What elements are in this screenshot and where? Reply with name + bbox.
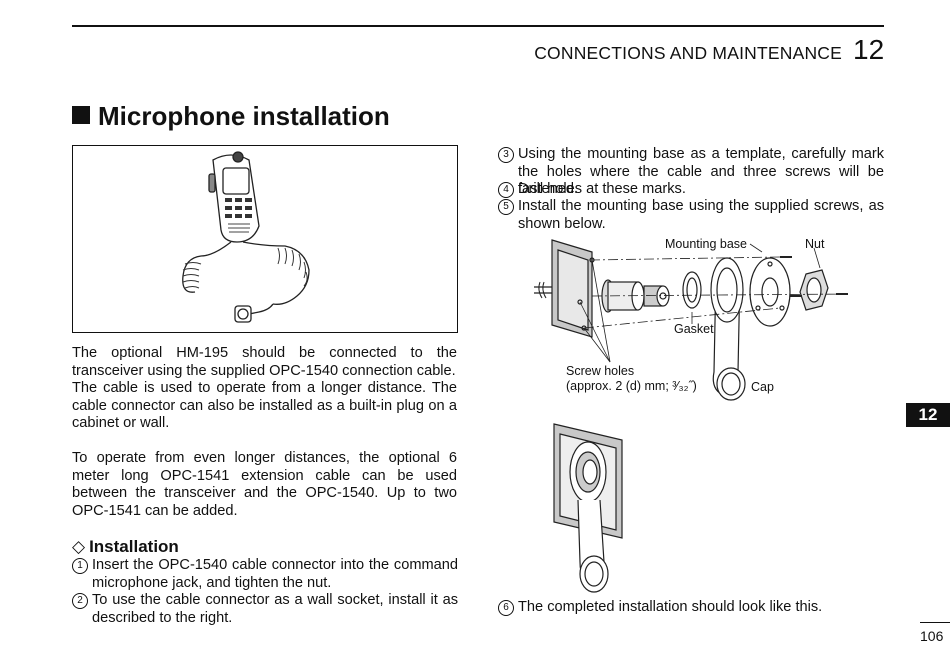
chapter-tab: 12 bbox=[906, 403, 950, 427]
header-rule bbox=[72, 25, 884, 27]
step-text: Insert the OPC-1540 cable connector into… bbox=[92, 557, 458, 591]
intro-paragraph-3: To operate from even longer distances, t… bbox=[72, 450, 457, 519]
installation-heading-text: Installation bbox=[89, 537, 179, 556]
page-number: 106 bbox=[920, 628, 944, 644]
step-text: The completed installation should look l… bbox=[518, 599, 823, 615]
installation-heading: ◇Installation bbox=[72, 537, 179, 557]
label-gasket: Gasket bbox=[674, 322, 714, 336]
step-number: 3 bbox=[498, 147, 514, 163]
step-text: Install the mounting base using the supp… bbox=[518, 198, 884, 232]
label-screw-holes-size: (approx. 2 (d) mm; ³⁄₃₂˝) bbox=[566, 379, 697, 393]
step-number: 5 bbox=[498, 199, 514, 215]
step-6: 6 The completed installation should look… bbox=[498, 599, 884, 617]
intro-paragraph-2: The cable is used to operate from a long… bbox=[72, 380, 457, 431]
page-title: Microphone installation bbox=[72, 101, 390, 132]
diamond-icon: ◇ bbox=[72, 537, 86, 556]
step-1: 1 Insert the OPC-1540 cable connector in… bbox=[72, 557, 458, 592]
microphone-illustration bbox=[182, 151, 310, 323]
completed-installation-diagram bbox=[553, 423, 623, 593]
section-title: CONNECTIONS AND MAINTENANCE bbox=[534, 43, 842, 63]
step-4: 4 Drill holes at these marks. bbox=[498, 181, 884, 199]
step-number: 1 bbox=[72, 558, 88, 574]
step-2: 2 To use the cable connector as a wall s… bbox=[72, 592, 458, 627]
mounting-diagram bbox=[534, 239, 849, 401]
step-5: 5 Install the mounting base using the su… bbox=[498, 198, 884, 233]
step-number: 2 bbox=[72, 593, 88, 609]
step-number: 4 bbox=[498, 182, 514, 198]
label-cap: Cap bbox=[751, 380, 774, 394]
step-number: 6 bbox=[498, 600, 514, 616]
chapter-number: 12 bbox=[853, 34, 885, 65]
footer-rule bbox=[920, 622, 950, 623]
square-bullet-icon bbox=[72, 106, 90, 124]
label-mounting-base: Mounting base bbox=[665, 237, 748, 251]
microphone-illustration-box bbox=[72, 145, 458, 333]
step-text: To use the cable connector as a wall soc… bbox=[92, 592, 458, 626]
step-text: Drill holes at these marks. bbox=[518, 181, 686, 197]
page-title-text: Microphone installation bbox=[98, 101, 390, 131]
step-text: Using the mounting base as a template, c… bbox=[518, 146, 884, 197]
step-3: 3 Using the mounting base as a template,… bbox=[498, 146, 884, 199]
label-screw-holes: Screw holes bbox=[566, 364, 635, 378]
label-nut: Nut bbox=[805, 237, 825, 251]
intro-paragraph-1: The optional HM-195 should be connected … bbox=[72, 345, 457, 379]
